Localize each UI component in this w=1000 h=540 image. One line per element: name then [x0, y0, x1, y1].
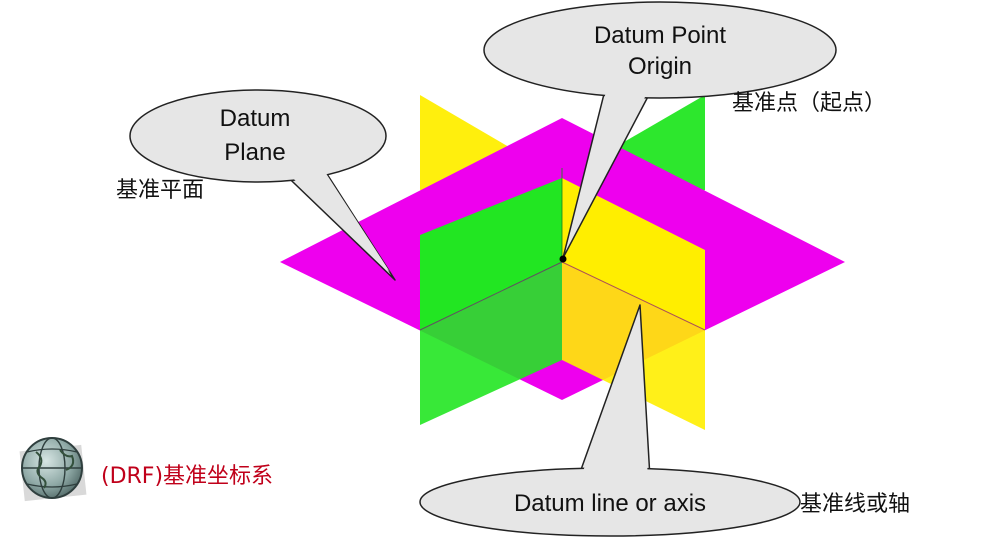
callout-datum-plane: Datum Plane — [129, 89, 396, 281]
label-datum-axis-cn: 基准线或轴 — [800, 492, 910, 517]
callout-datum-point-line2: Origin — [628, 53, 692, 80]
green-plane-lower-left — [420, 262, 562, 425]
callout-datum-point: Datum Point Origin — [483, 1, 837, 259]
callout-datum-point-line1: Datum Point — [594, 22, 726, 49]
drf-caption: (DRF)基准坐标系 — [101, 464, 273, 489]
label-datum-plane-cn: 基准平面 — [116, 178, 204, 203]
axis-edge-right — [561, 261, 706, 331]
origin-point — [559, 255, 567, 263]
yellow-plane-front-upper — [562, 178, 705, 330]
globe-icon — [19, 437, 87, 502]
callout-datum-axis-text: Datum line or axis — [514, 490, 706, 517]
callout-datum-plane-line1: Datum — [220, 105, 291, 132]
label-datum-point-cn: 基准点（起点） — [732, 91, 886, 116]
green-plane-front-upper — [420, 178, 562, 330]
axis-edge-left — [419, 261, 563, 331]
callout-datum-axis: Datum line or axis — [419, 304, 801, 537]
callout-datum-plane-line2: Plane — [224, 139, 285, 166]
